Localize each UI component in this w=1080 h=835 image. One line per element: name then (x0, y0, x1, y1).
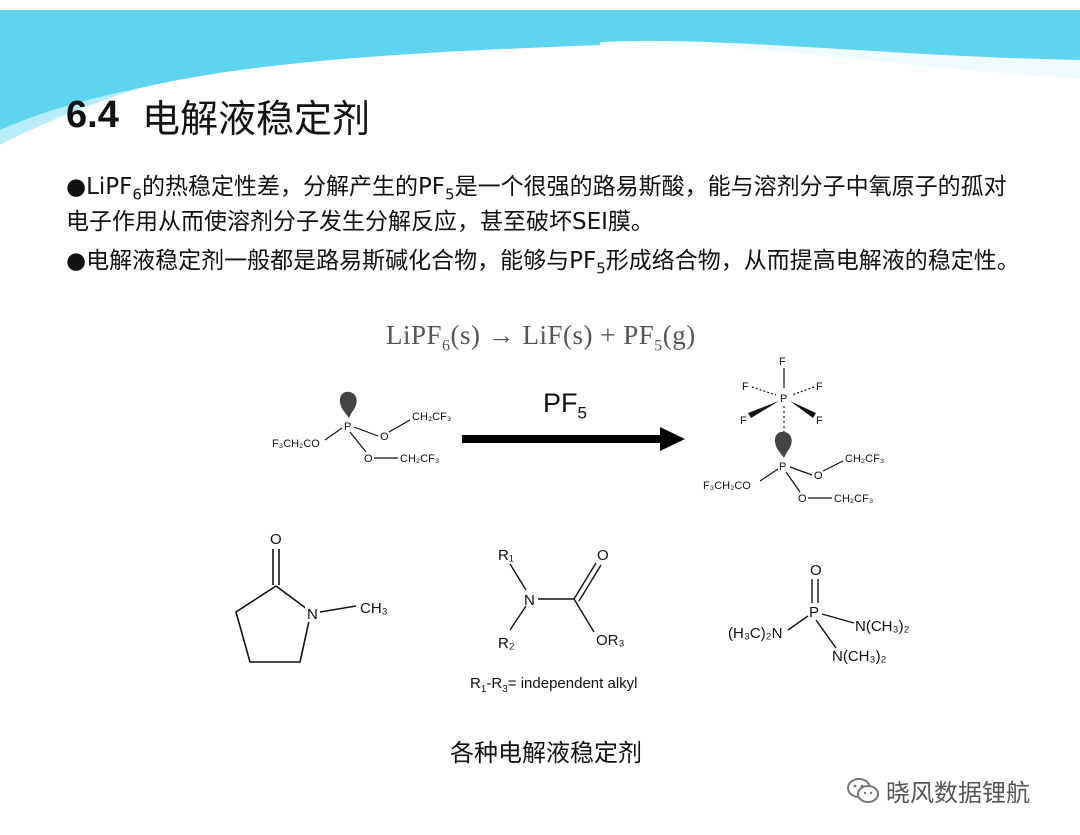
bullet-paragraph-2: ●电解液稳定剂一般都是路易斯碱化合物，能够与PF5形成络合物，从而提高电解液的稳… (66, 244, 1026, 279)
bond (319, 605, 357, 613)
subscript: 6 (132, 185, 142, 204)
hashed-bond (751, 386, 777, 396)
lactam-ring (235, 585, 312, 663)
bond (324, 427, 343, 441)
dimethylamino-group: N(CH₃)₂ (855, 618, 910, 635)
eq-text: (g) (662, 320, 696, 350)
label-mask (305, 604, 319, 622)
reaction-arrow-head (660, 427, 685, 451)
dimethylamino-group: (H₃C)₂N (728, 625, 782, 642)
fluorine-atom: F (816, 381, 823, 393)
wedge-bond (790, 401, 816, 418)
watermark: 晓风数据锂航 (846, 773, 1030, 808)
phosphite-structure: P F₃CH₂CO O CH₂CF₃ O CH₂CF₃ (272, 391, 451, 465)
subscript: 5 (596, 259, 606, 278)
oxygen-atom: O (270, 531, 282, 548)
oxygen-atom: O (597, 547, 609, 564)
bullet-paragraph-1: ●LiPF6的热稳定性差，分解产生的PF5是一个很强的路易斯酸，能与溶剂分子中氧… (66, 170, 1026, 240)
group-label: F₃CH₂CO (703, 480, 751, 492)
eq-text: (s) → LiF(s) + PF (450, 320, 655, 350)
slide-number: 6.4 (66, 94, 119, 136)
oxygen-atom: O (810, 562, 822, 579)
text-run: 是一个很强的路易斯酸，能与溶剂分子中氧原子的孤对电子作用从而使溶剂分子发生分解反… (66, 174, 1007, 235)
nitrogen-atom: N (307, 606, 318, 623)
r2-group: R₂ (498, 635, 515, 652)
bond (821, 613, 855, 624)
methyl-group: CH₃ (360, 600, 388, 617)
pf5-complex-structure: F F F P F F P F₃CH₂CO O CH₂CF₃ O CH₂CF₃ (703, 356, 884, 505)
eq-sub: 6 (442, 337, 451, 355)
bond (785, 471, 801, 493)
bond (789, 466, 813, 476)
group-label: CH₂CF₃ (834, 493, 873, 505)
reagent-text: PF (543, 388, 578, 418)
bond (787, 615, 809, 631)
hashed-bond (791, 386, 815, 396)
group-label: CH₂CF₃ (845, 453, 884, 465)
group-label: F₃CH₂CO (272, 438, 320, 450)
phosphorus-atom: P (809, 604, 819, 621)
decomposition-equation: LiPF6(s) → LiF(s) + PF5(g) (386, 320, 696, 355)
phosphorus-atom: P (779, 461, 786, 473)
bond (822, 460, 844, 472)
eq-text: LiPF (386, 320, 443, 350)
figure-caption: 各种电解液稳定剂 (450, 739, 642, 767)
nitrogen-atom: N (524, 592, 535, 609)
caption-sub: 1 (480, 684, 487, 695)
hmpa-structure: O P (H₃C)₂N N(CH₃)₂ N(CH₃)₂ (728, 562, 910, 665)
or3-group: OR₃ (596, 632, 625, 649)
phosphorus-atom: P (780, 393, 787, 405)
text-run: 形成络合物，从而提高电解液的稳定性。 (605, 248, 1020, 274)
wechat-icon (847, 777, 879, 803)
nmp-structure: O N CH₃ (235, 531, 388, 663)
bond (573, 598, 595, 633)
wedge-bond (748, 401, 779, 418)
fluorine-atom: F (816, 415, 823, 427)
subscript: 5 (445, 185, 455, 204)
dimethylamino-group: N(CH₃)₂ (832, 648, 887, 665)
oxygen-atom: O (798, 493, 807, 505)
caption-text: R (470, 675, 481, 692)
bond (509, 563, 527, 591)
group-label: CH₂CF₃ (412, 411, 451, 423)
double-bond (578, 564, 602, 602)
caption-text: -R (486, 675, 503, 692)
group-label: CH₂CF₃ (400, 453, 439, 465)
eq-sub: 5 (654, 337, 663, 355)
text-run: 电解液稳定剂一般都是路易斯碱化合物，能够与PF (86, 248, 597, 274)
bond (759, 468, 779, 482)
bullet-marker: ● (66, 174, 87, 200)
bullet-marker: ● (66, 248, 87, 274)
oxygen-atom: O (814, 470, 823, 482)
watermark-text: 晓风数据锂航 (886, 779, 1030, 807)
carbamate-caption: R1-R3= independent alkyl (470, 675, 637, 695)
bond (815, 619, 837, 649)
r1-group: R₁ (498, 547, 514, 564)
bond (509, 605, 527, 631)
bond (353, 426, 379, 437)
text-run: 的热稳定性差，分解产生的PF (141, 174, 446, 200)
phosphorus-atom: P (344, 421, 351, 433)
double-bond (573, 562, 597, 600)
reagent-label: PF5 (543, 388, 587, 423)
slide-title: 电解液稳定剂 (142, 97, 371, 141)
lone-pair-lobe (339, 391, 357, 418)
fluorine-atom: F (740, 415, 747, 427)
oxygen-atom: O (380, 431, 389, 443)
caption-sub: 3 (502, 684, 508, 695)
caption-text: = independent alkyl (507, 675, 638, 692)
carbamate-structure: R₁ N R₂ O OR₃ (498, 547, 625, 652)
fluorine-atom: F (779, 356, 786, 368)
oxygen-atom: O (364, 453, 373, 465)
bond (388, 419, 411, 433)
fluorine-atom: F (742, 381, 749, 393)
text-run: LiPF (86, 174, 133, 200)
header-wave-banner (0, 0, 1080, 145)
reagent-sub: 5 (577, 403, 587, 423)
bond (349, 431, 367, 453)
lone-pair-lobe (774, 431, 792, 458)
